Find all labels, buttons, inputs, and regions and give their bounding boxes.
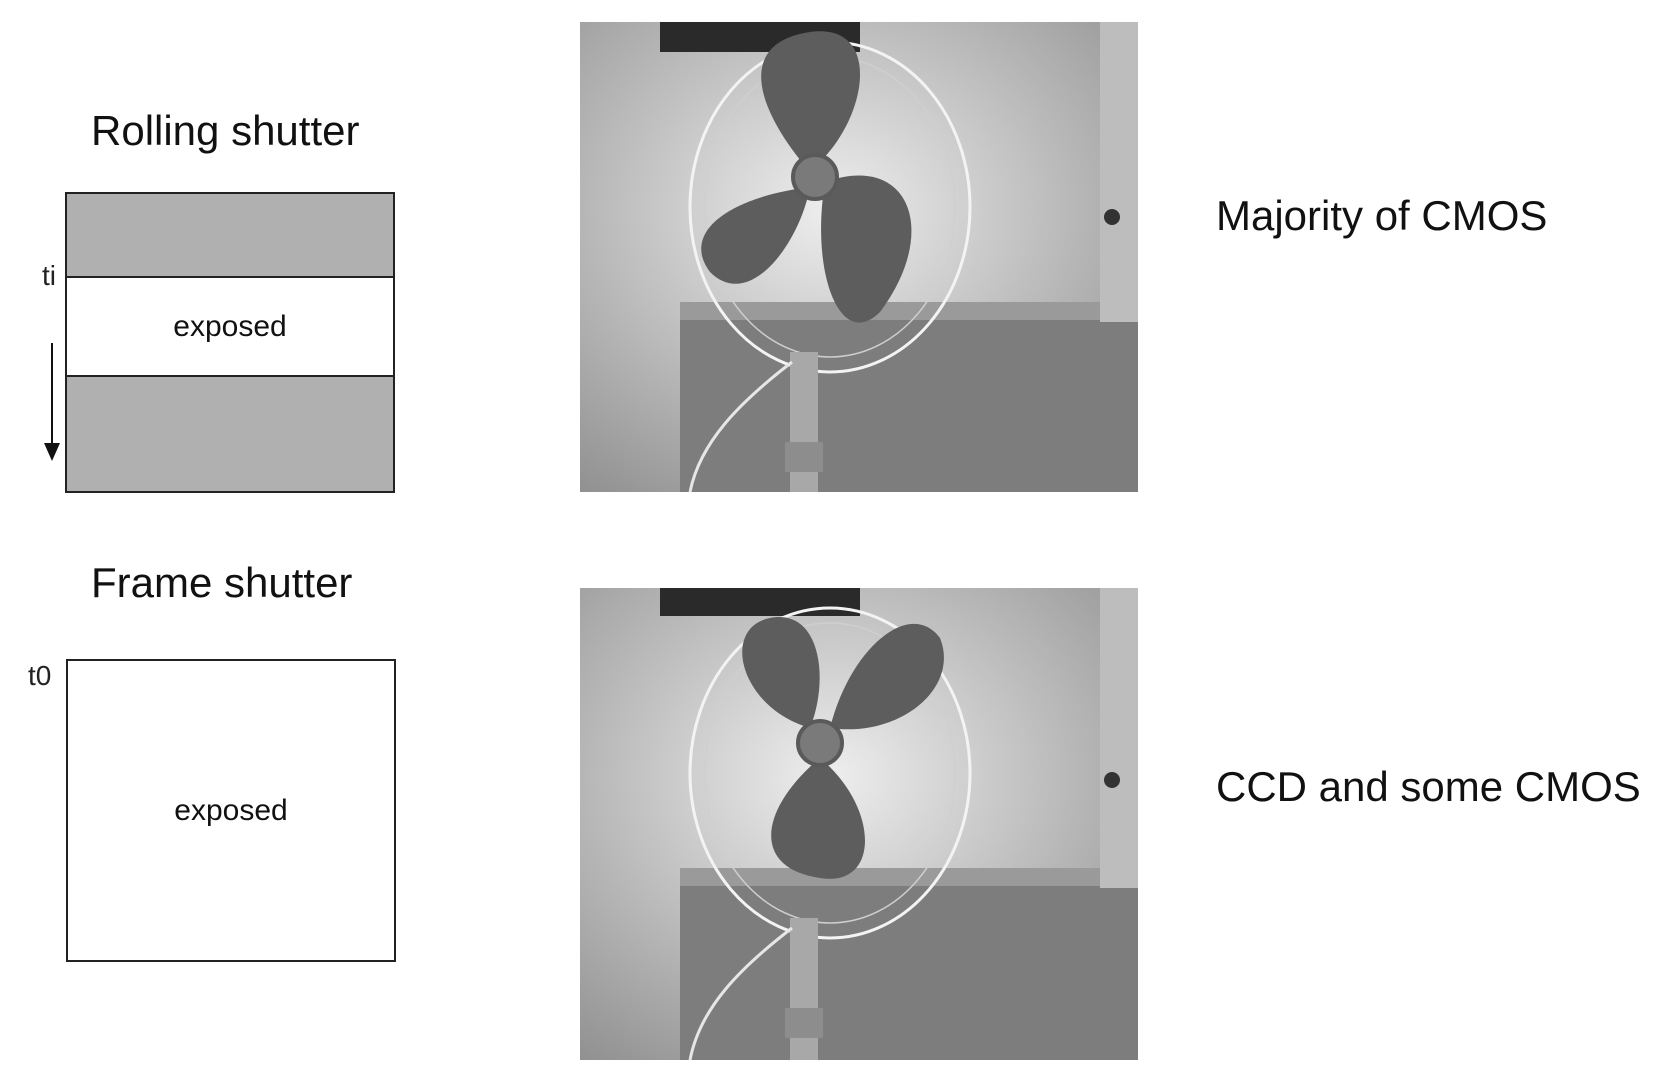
frame-time-label: t0 <box>28 660 52 691</box>
frame-caption: CCD and some CMOS <box>1216 763 1641 810</box>
down-arrow-icon <box>42 343 62 463</box>
rolling-shutter-fan-photo <box>580 22 1138 492</box>
rolling-time-label: ti <box>42 260 56 291</box>
frame-shutter-title: Frame shutter <box>91 559 353 606</box>
frame-shutter-diagram: exposed <box>66 659 396 962</box>
unexposed-band-bottom <box>67 377 393 491</box>
rolling-caption: Majority of CMOS <box>1216 192 1548 239</box>
rolling-shutter-diagram: exposed <box>65 192 395 493</box>
frame-shutter-fan-photo <box>580 588 1138 1060</box>
rolling-shutter-title: Rolling shutter <box>91 107 360 154</box>
unexposed-band-top <box>67 194 393 276</box>
exposed-band: exposed <box>67 276 393 377</box>
